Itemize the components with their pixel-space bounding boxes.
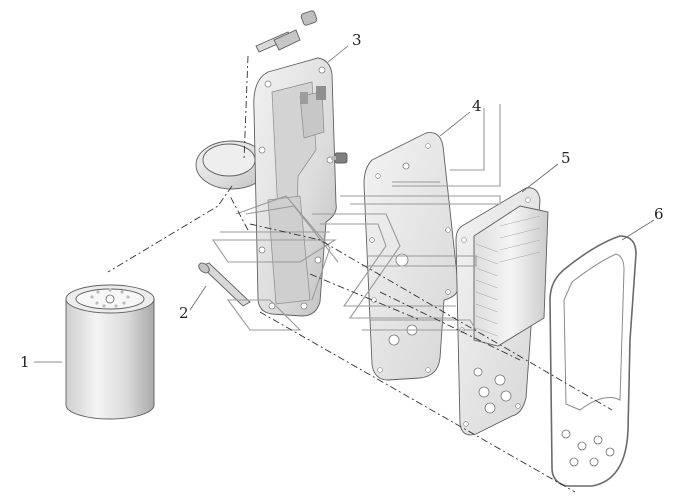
assembly-lines bbox=[107, 55, 613, 493]
leader-lines bbox=[34, 45, 655, 363]
callout-4: 4 bbox=[472, 97, 482, 115]
oil-filter-housing bbox=[195, 57, 337, 317]
cooler-gasket bbox=[549, 235, 637, 487]
callout-6: 6 bbox=[654, 205, 664, 223]
plug bbox=[331, 152, 348, 164]
callout-3: 3 bbox=[352, 31, 362, 49]
watermark-logo bbox=[211, 104, 501, 331]
relief-valve bbox=[255, 10, 318, 53]
bolt bbox=[198, 262, 251, 307]
oil-cooler bbox=[455, 187, 549, 436]
callout-1: 1 bbox=[20, 353, 30, 371]
oil-filter bbox=[65, 284, 155, 420]
callout-2: 2 bbox=[179, 304, 189, 322]
callout-5: 5 bbox=[561, 149, 571, 167]
